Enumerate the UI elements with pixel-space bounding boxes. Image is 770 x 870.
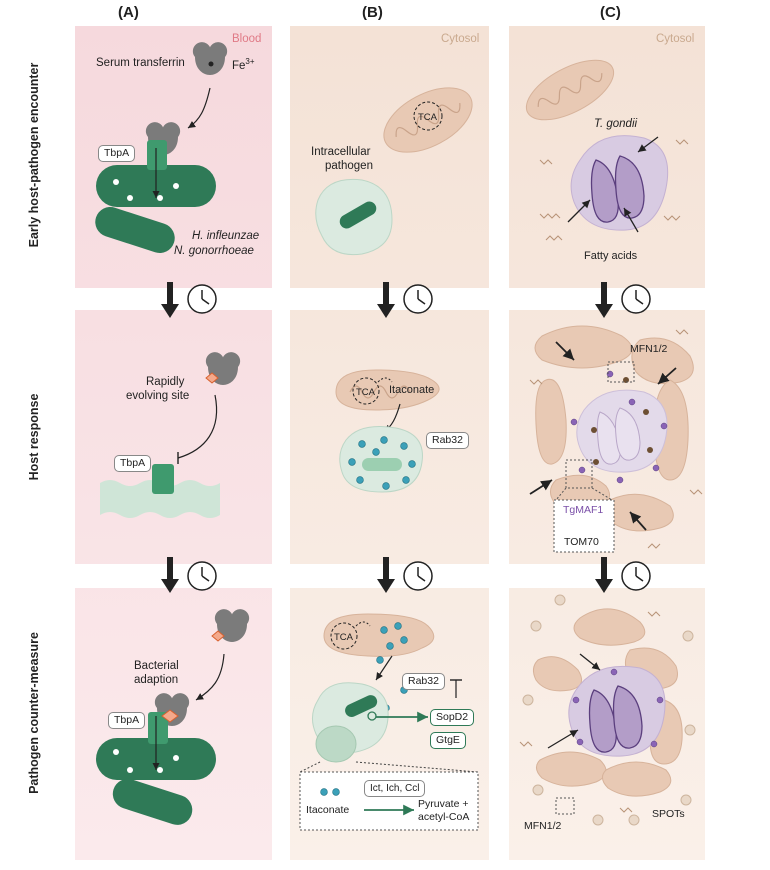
label-itaconate-2: Itaconate bbox=[306, 804, 350, 816]
label-fe: Fe3+ bbox=[232, 57, 255, 72]
tbpa-tag-1: TbpA bbox=[98, 145, 136, 162]
label-tgondii: T. gondii bbox=[594, 118, 638, 130]
tbpa-receptor-1 bbox=[147, 140, 167, 170]
label-spots: SPOTs bbox=[652, 808, 685, 820]
tbpa-tag-2: TbpA bbox=[114, 455, 152, 472]
mitochondria-network-c2 bbox=[534, 325, 694, 532]
gtge-tag: GtgE bbox=[430, 732, 466, 749]
time-arrow-b1 bbox=[377, 282, 395, 318]
bacterium-a4 bbox=[112, 778, 193, 825]
clock-icon-b1 bbox=[403, 284, 433, 314]
clock-icon-c1 bbox=[621, 284, 651, 314]
tbpa-receptor-2 bbox=[152, 464, 174, 494]
label-mfn12-2: MFN1/2 bbox=[524, 820, 562, 832]
damaged-bacterium bbox=[100, 480, 220, 518]
label-species-2: N. gonorrhoeae bbox=[174, 245, 254, 257]
rab32-tag-2: Rab32 bbox=[402, 673, 445, 690]
time-arrow-a2 bbox=[161, 557, 179, 593]
enzymes-tag: Ict, Ich, Ccl bbox=[364, 780, 426, 797]
label-rapid-2: evolving site bbox=[126, 390, 190, 402]
time-arrow-a1 bbox=[161, 282, 179, 318]
clock-icon-a1 bbox=[187, 284, 217, 314]
bacterium-a2 bbox=[95, 206, 175, 254]
clock-icon-b2 bbox=[403, 561, 433, 591]
time-arrow-c2 bbox=[595, 557, 613, 593]
label-bacterial-1: Bacterial bbox=[134, 660, 179, 672]
label-rapid-1: Rapidly bbox=[146, 376, 185, 388]
mitochondrion-b3 bbox=[323, 613, 435, 657]
label-fatty-acids: Fatty acids bbox=[584, 250, 638, 262]
label-tom70: TOM70 bbox=[564, 536, 599, 548]
label-itaconate-1: Itaconate bbox=[389, 384, 435, 396]
time-arrow-c1 bbox=[595, 282, 613, 318]
label-intracellular-2: pathogen bbox=[325, 160, 373, 172]
tgondii-vacuole-c1 bbox=[570, 135, 669, 231]
clock-icon-c2 bbox=[621, 561, 651, 591]
label-bacterial-2: adaption bbox=[134, 674, 179, 686]
label-tgmaf1: TgMAF1 bbox=[563, 504, 604, 516]
panel-letter-c: (C) bbox=[600, 4, 621, 21]
fatty-acids-c1 bbox=[539, 139, 689, 241]
label-species-1: H. infleunzae bbox=[192, 230, 260, 242]
label-serum-transferrin: Serum transferrin bbox=[96, 57, 185, 69]
panel-letter-b: (B) bbox=[362, 4, 383, 21]
clock-icon-a2 bbox=[187, 561, 217, 591]
time-arrow-b2 bbox=[377, 557, 395, 593]
label-intracellular-1: Intracellular bbox=[311, 146, 371, 158]
label-tca-2: TCA bbox=[356, 387, 375, 398]
compartment-cytosol-c: Cytosol bbox=[656, 33, 695, 45]
mitochondrion-c1 bbox=[525, 59, 615, 121]
label-tca-3: TCA bbox=[334, 632, 353, 643]
label-product-1: Pyruvate + bbox=[418, 798, 469, 810]
label-tca-1: TCA bbox=[418, 112, 437, 123]
tgondii-vacuole-c3 bbox=[568, 665, 666, 757]
pathogen-vacuole-b1 bbox=[315, 178, 393, 256]
mitochondrion-b2 bbox=[335, 369, 440, 411]
compartment-blood: Blood bbox=[232, 33, 262, 45]
panel-letter-a: (A) bbox=[118, 4, 139, 21]
mitochondrion-b1 bbox=[383, 87, 473, 153]
tbpa-tag-3: TbpA bbox=[108, 712, 146, 729]
label-product-2: acetyl-CoA bbox=[418, 811, 470, 823]
transferrin-1 bbox=[192, 42, 228, 76]
rab32-tag-1: Rab32 bbox=[426, 432, 469, 449]
transferrin-3 bbox=[211, 609, 250, 642]
sopd2-tag: SopD2 bbox=[430, 709, 475, 726]
label-mfn12-1: MFN1/2 bbox=[630, 343, 668, 355]
transferrin-2 bbox=[205, 352, 241, 385]
compartment-cytosol-b: Cytosol bbox=[441, 33, 480, 45]
